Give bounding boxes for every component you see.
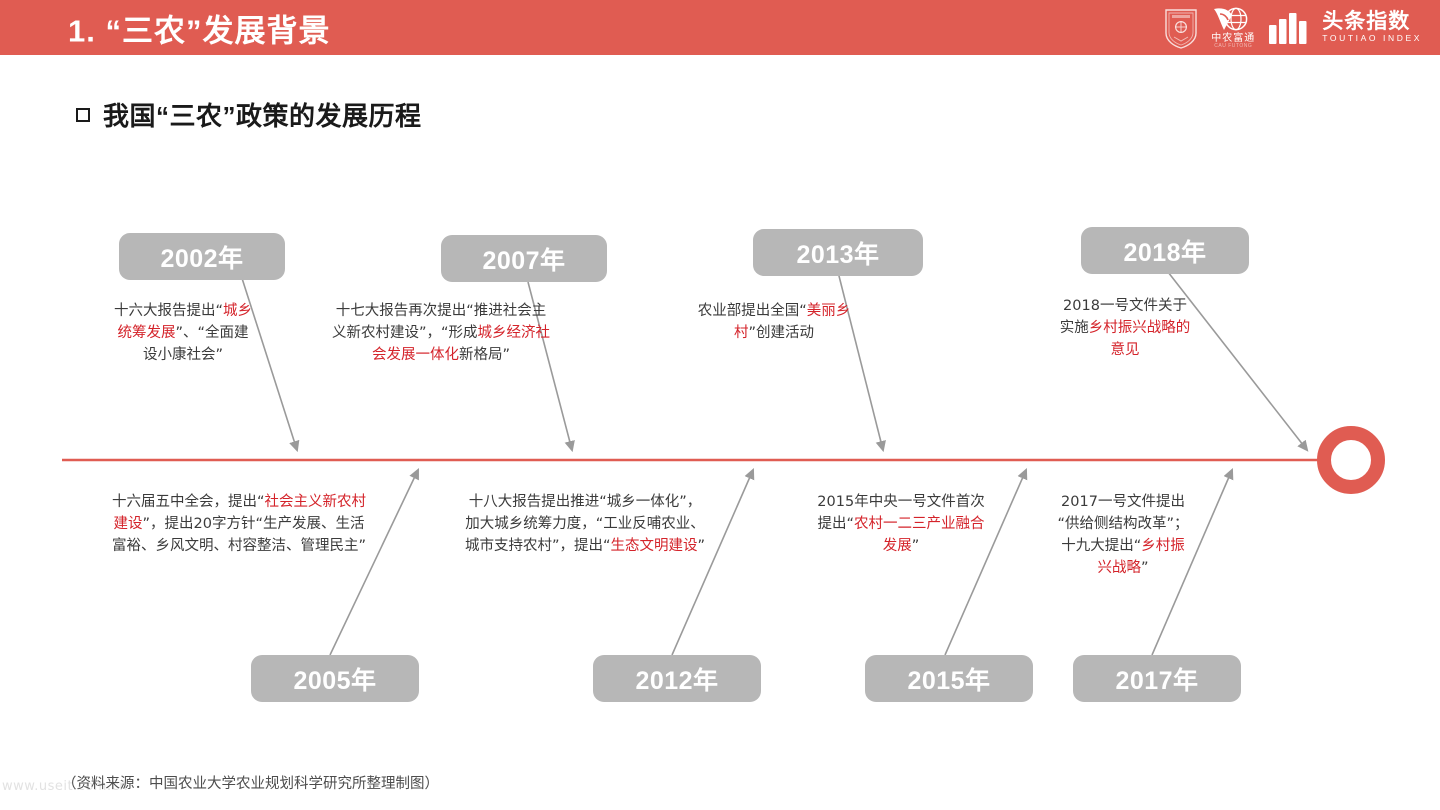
section-heading-label: 我国“三农”政策的发展历程 xyxy=(103,101,422,131)
plain-phrase: ”创建活动 xyxy=(748,325,814,342)
plain-phrase: 2017一号文件提出“供给侧结构改革”；十九大提出“ xyxy=(1057,494,1189,555)
plain-phrase: 新格局” xyxy=(458,347,510,364)
plain-phrase: 2015年中央一号文件首次提出“ xyxy=(817,494,985,533)
university-shield-icon xyxy=(1165,8,1197,49)
highlighted-phrase: 农村一二三产业融合发展 xyxy=(854,516,985,555)
year-box-2017[interactable]: 2017年 xyxy=(1073,655,1241,702)
plain-phrase: ” xyxy=(697,538,706,555)
plain-phrase: 十七大报告再次提出“推进社会主义新农村建设”，“形成 xyxy=(331,303,547,342)
zhongnong-futong-cn-text: 中农富通 xyxy=(1211,33,1256,44)
year-box-2007[interactable]: 2007年 xyxy=(441,235,607,282)
toutiao-index-logo: 头条指数 TOUTIAO INDEX xyxy=(1268,9,1422,45)
event-text-2015: 2015年中央一号文件首次提出“农村一二三产业融合发展” xyxy=(812,491,990,557)
plain-phrase: 农业部提出全国“ xyxy=(697,303,807,319)
toutiao-index-en-text: TOUTIAO INDEX xyxy=(1322,32,1422,43)
highlighted-phrase: 乡村振兴战略的意见 xyxy=(1088,320,1191,359)
zhongnong-futong-logo: 中农富通 CAU FUTONG xyxy=(1211,6,1255,49)
bar-chart-icon xyxy=(1269,12,1307,44)
source-note: （资料来源：中国农业大学农业规划科学研究所整理制图） xyxy=(62,776,439,792)
section-heading: 我国“三农”政策的发展历程 xyxy=(76,96,422,133)
highlighted-phrase: 生态文明建设 xyxy=(610,538,698,555)
zhongnong-futong-en-text: CAU FUTONG xyxy=(1214,43,1253,49)
header-bar: 1. “三农”发展背景 中农富通 CAU FUTONG xyxy=(0,0,1440,55)
plain-phrase: ”，提出20字方针“生产发展、生活富裕、乡风文明、村容整洁、管理民主” xyxy=(111,516,366,555)
event-text-2005: 十六届五中全会，提出“社会主义新农村建设”，提出20字方针“生产发展、生活富裕、… xyxy=(110,491,368,557)
plain-phrase: 2018一号文件关于实施 xyxy=(1059,298,1187,337)
year-box-2002[interactable]: 2002年 xyxy=(119,233,285,280)
header-logo-group: 中农富通 CAU FUTONG 头条指数 TOUTIAO INDEX xyxy=(1164,0,1422,55)
watermark-text: www.useit.com.cn xyxy=(2,779,128,794)
square-bullet-icon xyxy=(76,107,90,122)
event-text-2013: 农业部提出全国“美丽乡村”创建活动 xyxy=(690,300,858,344)
year-box-2015[interactable]: 2015年 xyxy=(865,655,1033,702)
year-box-2018[interactable]: 2018年 xyxy=(1081,227,1249,274)
toutiao-index-cn-text: 头条指数 xyxy=(1322,9,1411,33)
plain-phrase: ” xyxy=(1140,560,1149,577)
event-text-2018: 2018一号文件关于实施乡村振兴战略的意见 xyxy=(1058,295,1192,361)
highlighted-phrase: 美丽乡村 xyxy=(733,303,851,342)
plain-phrase: ” xyxy=(911,538,920,555)
event-text-2002: 十六大报告提出“城乡统筹发展”、“全面建设小康社会” xyxy=(112,300,254,366)
year-box-2013[interactable]: 2013年 xyxy=(753,229,923,276)
event-text-2007: 十七大报告再次提出“推进社会主义新农村建设”，“形成城乡经济社会发展一体化新格局… xyxy=(330,300,552,366)
page-title: 1. “三农”发展背景 xyxy=(68,13,331,48)
globe-flag-icon xyxy=(1214,7,1248,31)
highlighted-phrase: 城乡经济社会发展一体化 xyxy=(371,325,551,364)
event-text-2012: 十八大报告提出推进“城乡一体化”，加大城乡统筹力度，“工业反哺农业、城市支持农村… xyxy=(462,491,708,557)
event-text-2017: 2017一号文件提出“供给侧结构改革”；十九大提出“乡村振兴战略” xyxy=(1056,491,1190,579)
plain-phrase: 十六大报告提出“ xyxy=(113,303,223,319)
year-box-2005[interactable]: 2005年 xyxy=(251,655,419,702)
timeline-end-ring-marker xyxy=(1317,426,1385,494)
highlighted-phrase: 社会主义新农村建设 xyxy=(113,494,367,533)
year-box-2012[interactable]: 2012年 xyxy=(593,655,761,702)
plain-phrase: 十八大报告提出推进“城乡一体化”，加大城乡统筹力度，“工业反哺农业、城市支持农村… xyxy=(464,494,705,555)
plain-phrase: ”、“全面建设小康社会” xyxy=(142,325,249,364)
highlighted-phrase: 乡村振兴战略 xyxy=(1097,538,1185,577)
highlighted-phrase: 城乡统筹发展 xyxy=(117,303,252,342)
plain-phrase: 十六届五中全会，提出“ xyxy=(111,494,265,510)
connector-2013 xyxy=(837,271,886,453)
